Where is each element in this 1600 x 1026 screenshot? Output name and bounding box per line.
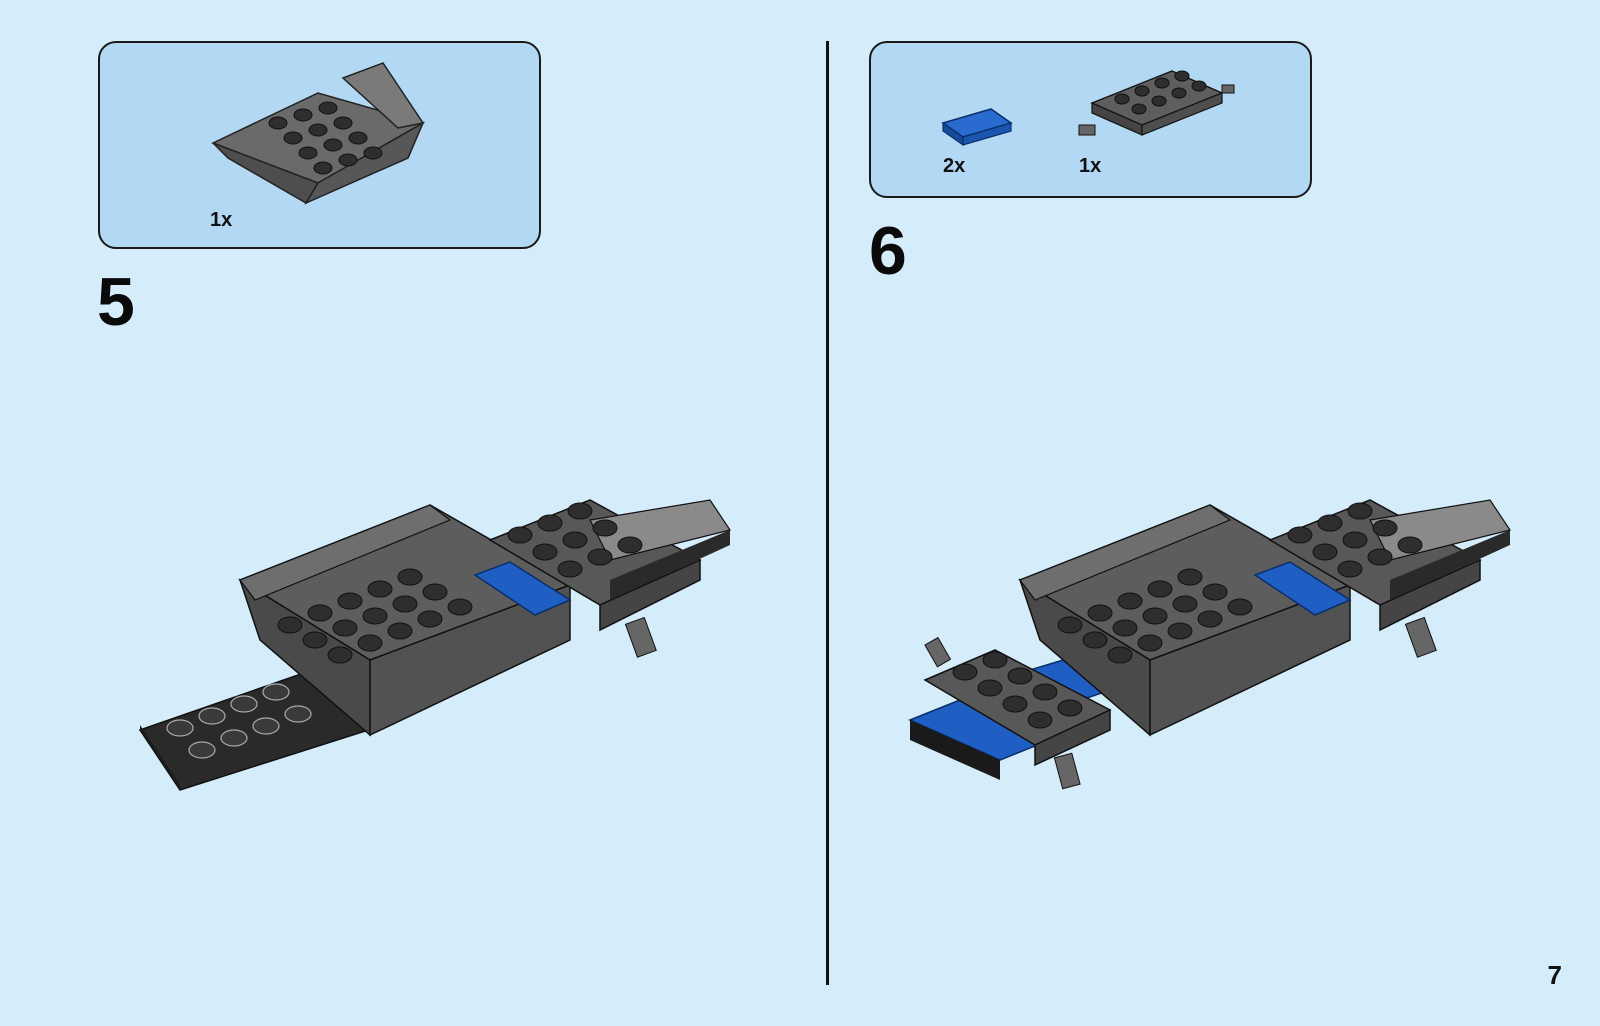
step-number-6: 6 <box>869 217 907 285</box>
grey-plate-with-pins-icon <box>1077 63 1237 153</box>
parts-list-step-6: 2x 1x <box>869 41 1312 198</box>
blue-tile-icon <box>941 105 1013 147</box>
step6-part2-qty: 1x <box>1079 155 1101 178</box>
step5-assembly-illustration <box>140 490 760 810</box>
page-number: 7 <box>1548 960 1562 991</box>
parts-list-step-5: 1x <box>98 41 541 249</box>
column-divider <box>826 41 829 985</box>
dark-grey-inverted-slope-plate-icon <box>208 63 428 203</box>
step6-assembly-illustration <box>910 490 1530 820</box>
step5-part1-qty: 1x <box>210 209 232 232</box>
step-number-5: 5 <box>97 268 135 336</box>
step6-part1-qty: 2x <box>943 155 965 178</box>
